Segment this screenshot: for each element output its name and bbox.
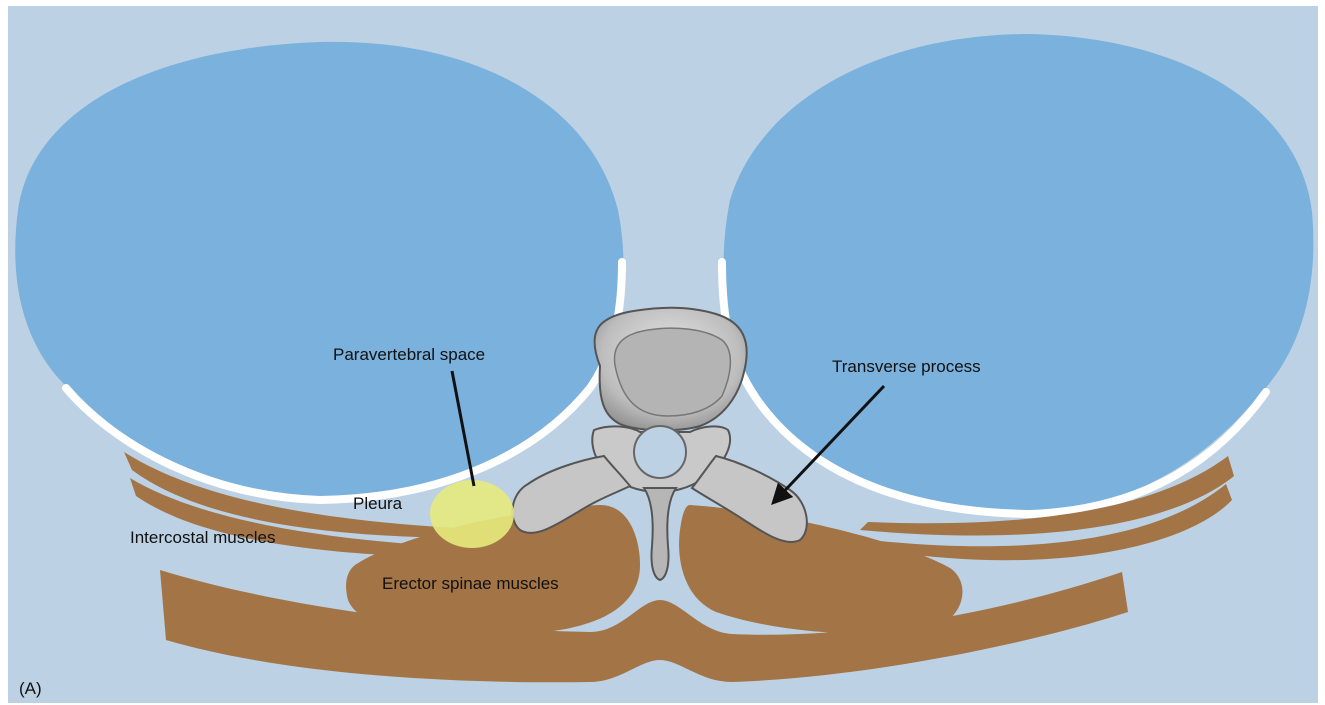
panel-label: (A) xyxy=(19,679,42,698)
left-lung xyxy=(15,42,623,500)
label-transverse-process: Transverse process xyxy=(832,357,981,376)
label-intercostal-muscles: Intercostal muscles xyxy=(130,528,276,547)
label-pleura: Pleura xyxy=(353,494,403,513)
vertebral-canal xyxy=(634,426,686,478)
label-paravertebral-space: Paravertebral space xyxy=(333,345,485,364)
label-erector-spinae-muscles: Erector spinae muscles xyxy=(382,574,559,593)
right-lung xyxy=(722,34,1313,514)
paravertebral-space-highlight xyxy=(430,480,514,548)
